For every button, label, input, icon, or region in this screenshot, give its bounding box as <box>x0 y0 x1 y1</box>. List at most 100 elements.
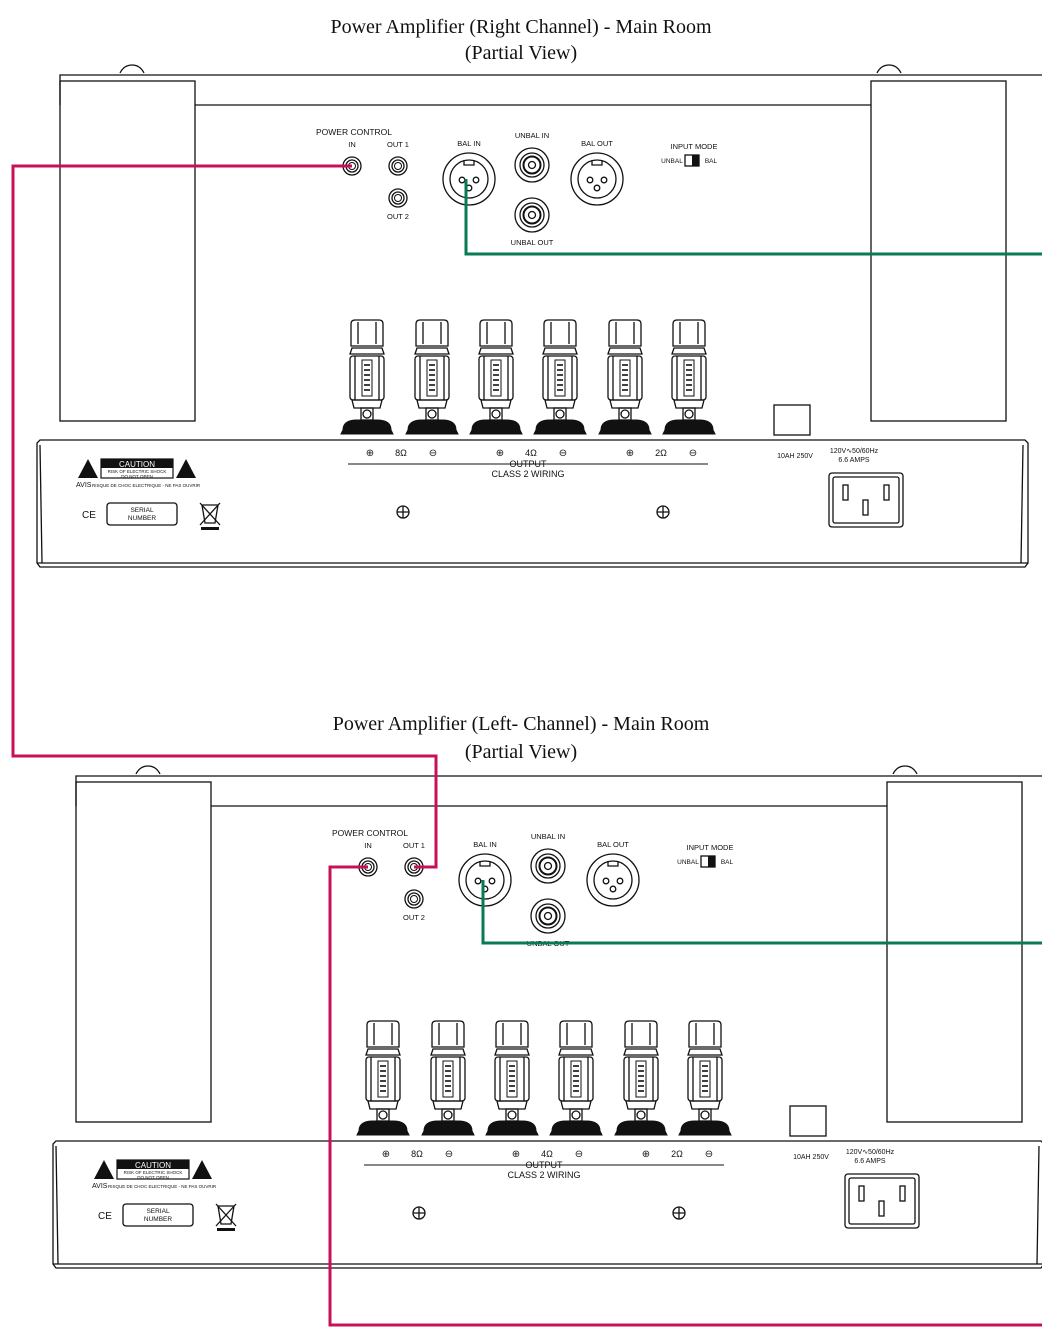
unbal-in-rca-center <box>527 160 537 170</box>
caution-triangle-left <box>94 1160 114 1179</box>
amp-left-subtitle: (Partial View) <box>464 741 578 763</box>
out-4-minus: ⊖ <box>575 1149 583 1160</box>
ground-screw-left-cross <box>413 1207 425 1219</box>
binding-post-5-base <box>598 419 652 435</box>
bal-out-label: BAL OUT <box>581 139 613 148</box>
binding-post-1-body-ribs <box>354 356 380 400</box>
binding-post-3-body-ribs <box>499 1057 525 1101</box>
binding-post-6-body-ribs <box>692 1057 718 1101</box>
ground-screw-left-cross <box>397 506 409 518</box>
unbal-in-rca-shell <box>538 856 558 876</box>
weee-cross <box>215 1203 237 1227</box>
out-2-minus: ⊖ <box>705 1149 713 1160</box>
mode-unbal-label: UNBAL <box>677 859 699 866</box>
unbal-out-label: UNBAL OUT <box>511 238 554 247</box>
unbal-out-rca-shell <box>538 906 558 926</box>
out-4-minus: ⊖ <box>559 448 567 459</box>
binding-post-4 <box>533 319 587 435</box>
input-mode-switch-knob <box>708 856 715 867</box>
serial-number-box <box>106 502 178 526</box>
binding-post-5-neck <box>625 1100 657 1110</box>
rear-panel-inner-edge <box>55 1145 1040 1265</box>
out-4-label: 4Ω <box>541 1149 553 1159</box>
bal-in-xlr-key <box>463 160 475 166</box>
serial-label: SERIAL <box>146 1208 170 1215</box>
out-8-minus: ⊖ <box>445 1149 453 1160</box>
binding-post-3-cap <box>495 1020 529 1048</box>
bal-out-label: BAL OUT <box>597 840 629 849</box>
right-side-tower <box>886 781 1023 1123</box>
out-8-plus: ⊕ <box>366 448 374 459</box>
class2-label: CLASS 2 WIRING <box>491 469 564 479</box>
pc-out2-label: OUT 2 <box>387 212 409 221</box>
iec-inlet <box>828 472 904 528</box>
bal-out-xlr-pin-2 <box>600 176 608 184</box>
binding-post-2-cap <box>415 319 449 347</box>
iec-pin-right <box>899 1185 906 1202</box>
binding-post-6 <box>662 319 716 435</box>
binding-post-5 <box>614 1020 668 1136</box>
binding-post-6 <box>678 1020 732 1136</box>
ground-screw-right-cross <box>657 506 669 518</box>
bal-in-xlr-pin-1 <box>458 176 466 184</box>
out-4-plus: ⊕ <box>512 1149 520 1160</box>
binding-post-6-body-ribs <box>676 356 702 400</box>
pc-out1-jack-ring <box>391 159 405 173</box>
binding-post-3-base <box>485 1120 539 1136</box>
bal-out-xlr-key <box>591 160 603 166</box>
binding-post-3-cap <box>479 319 513 347</box>
pc-in-label: IN <box>364 841 372 850</box>
unbal-out-rca-center <box>527 210 537 220</box>
left-side-tower <box>59 80 196 422</box>
binding-post-5-label-plate <box>619 359 631 397</box>
iec-inlet-inner <box>832 476 900 524</box>
class2-label: CLASS 2 WIRING <box>507 1170 580 1180</box>
bal-out-xlr-pin-3 <box>593 184 601 192</box>
pc-out2-jack-ring <box>391 191 405 205</box>
bal-out-xlr <box>586 853 640 907</box>
out-4-plus: ⊕ <box>496 448 504 459</box>
iec-inlet-inner <box>848 1177 916 1225</box>
binding-post-1-cap <box>366 1020 400 1048</box>
amp-right-title: Power Amplifier (Right Channel) - Main R… <box>330 16 712 38</box>
binding-post-2 <box>405 319 459 435</box>
serial-number-box <box>122 1203 194 1227</box>
binding-post-6-stud-hole <box>700 1110 710 1120</box>
binding-post-5-cap <box>624 1020 658 1048</box>
bal-out-xlr-pin-1 <box>586 176 594 184</box>
rear-panel-inner-edge <box>39 444 1024 564</box>
bal-in-label: BAL IN <box>473 840 496 849</box>
binding-post-3-label-plate <box>490 359 502 397</box>
amp-left-title: Power Amplifier (Left- Channel) - Main R… <box>332 713 710 735</box>
mains-amps-label: 6.6 AMPS <box>838 457 869 464</box>
avis-text: RISQUE DE CHOC ELECTRIQUE - NE PAS OUVRI… <box>108 1184 217 1189</box>
binding-post-5-body-ribs <box>612 356 638 400</box>
binding-post-4-neck <box>560 1100 592 1110</box>
binding-post-4-label-plate <box>554 359 566 397</box>
binding-post-6-cap-lines <box>695 1023 715 1045</box>
pc-out2-jack-pin <box>410 895 418 903</box>
binding-post-5-label-plate <box>635 1060 647 1098</box>
caution-line1: RISK OF ELECTRIC SHOCK <box>108 469 167 474</box>
caution-text: CAUTION <box>135 1161 171 1170</box>
out-2-label: 2Ω <box>655 448 667 458</box>
out-2-plus: ⊕ <box>626 448 634 459</box>
binding-post-4-collar <box>558 1048 594 1056</box>
fuse-label: 10AH 250V <box>777 453 813 460</box>
weee-bar <box>217 1228 235 1231</box>
left-side-tower <box>75 781 212 1123</box>
binding-post-3-collar <box>478 347 514 355</box>
unbal-out-rca-shell <box>522 205 542 225</box>
unbal-in-rca-center <box>543 861 553 871</box>
avis-label: AVIS <box>76 482 92 489</box>
chassis-knob-right <box>892 765 918 775</box>
binding-post-6-base <box>678 1120 732 1136</box>
pc-out2-jack <box>388 188 408 208</box>
bal-out-xlr-inner <box>577 159 617 199</box>
binding-post-3-body-ribs <box>483 356 509 400</box>
binding-post-3-cap-lines <box>486 322 506 344</box>
mains-voltage-label: 120V∿50/60Hz <box>830 448 879 455</box>
weee-bin-icon <box>201 504 219 524</box>
caution-line1: RISK OF ELECTRIC SHOCK <box>124 1170 183 1175</box>
